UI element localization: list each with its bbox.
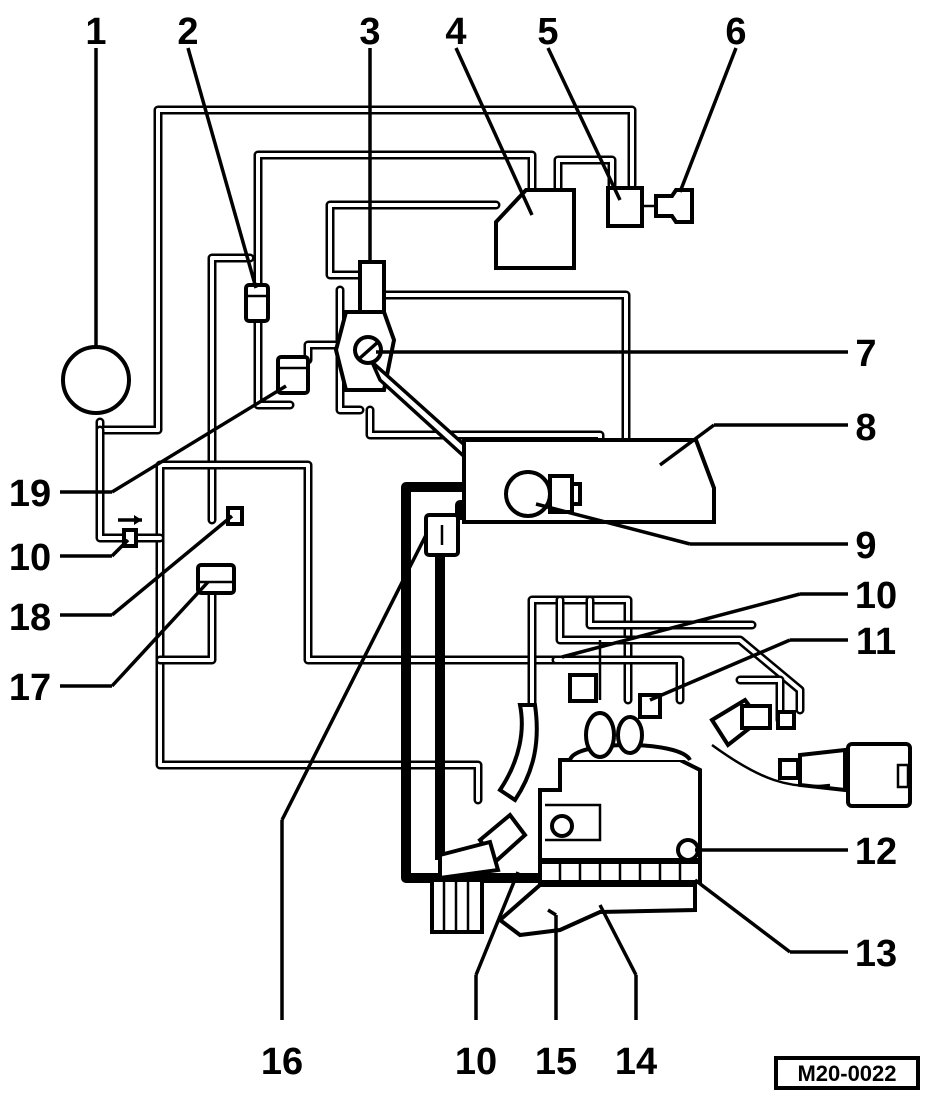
callout-14: 14: [615, 1041, 657, 1083]
callout-5: 5: [537, 11, 558, 53]
callout-labels: 1 2 3 4 5 6 7 8 9 10 10 10 11 12 13 14 1…: [9, 11, 897, 1083]
leader-lines: [60, 47, 848, 1020]
callout-6: 6: [725, 11, 746, 53]
callout-3: 3: [359, 11, 380, 53]
callout-2: 2: [177, 11, 198, 53]
valve-3: [358, 260, 386, 314]
callout-18: 18: [9, 597, 51, 639]
engine: [430, 640, 912, 938]
reference-code: M20-0022: [797, 1061, 896, 1086]
callout-8: 8: [855, 407, 876, 449]
callout-4: 4: [445, 11, 466, 53]
arm-7-to-8: [370, 360, 472, 464]
solenoid-6: [654, 188, 694, 224]
reference-code-box: M20-0022: [774, 1056, 920, 1090]
callout-19: 19: [9, 473, 51, 515]
solenoid-16: [424, 513, 460, 557]
callout-12: 12: [855, 831, 897, 873]
charcoal-canister: [494, 188, 576, 270]
valve-17: [196, 563, 236, 595]
callout-11: 11: [856, 621, 896, 663]
callout-15: 15: [535, 1041, 577, 1083]
callout-7: 7: [855, 333, 876, 375]
callout-10-bottom: 10: [455, 1041, 497, 1083]
valve-5: [606, 186, 656, 228]
callout-1: 1: [85, 11, 106, 53]
callout-10-right: 10: [855, 575, 897, 617]
check-valve-10: [118, 515, 142, 548]
callout-17: 17: [9, 667, 51, 709]
sensor-18: [226, 506, 244, 526]
valve-2: [244, 283, 270, 323]
callout-9: 9: [855, 525, 876, 567]
vacuum-reservoir: [61, 345, 131, 415]
callout-16: 16: [261, 1041, 303, 1083]
valve-19: [276, 355, 310, 395]
callout-10-left: 10: [9, 537, 51, 579]
valve-9: [504, 470, 582, 518]
callout-13: 13: [855, 933, 897, 975]
